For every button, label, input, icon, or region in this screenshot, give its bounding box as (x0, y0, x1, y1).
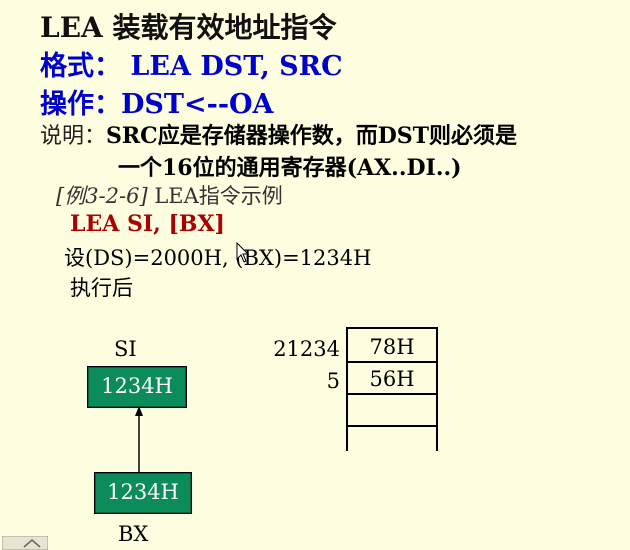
si-register-box: 1234H (87, 366, 187, 408)
bx-register-value: 1234H (107, 480, 179, 504)
setup-text: 设(DS)=2000H, (BX)=1234H (64, 246, 372, 270)
operation-value: DST<--OA (121, 89, 274, 120)
operation-label: 操作： (40, 89, 121, 120)
format-value: LEA DST, SRC (130, 51, 343, 82)
description-line-1: 说明：SRC应是存储器操作数，而DST则必须是 (40, 118, 517, 150)
navigation-icon[interactable] (2, 536, 48, 550)
description-label: 说明： (40, 124, 107, 149)
arrow-head (135, 406, 143, 416)
memory-right-border (436, 327, 438, 451)
memory-cell-1: 78H (369, 335, 415, 359)
si-register-value: 1234H (101, 374, 173, 398)
memory-divider (346, 393, 438, 395)
memory-block: 78H 56H (346, 327, 438, 451)
memory-divider (346, 327, 438, 329)
memory-cell-2: 56H (369, 367, 415, 391)
slide-title: LEA 装载有效地址指令 (40, 11, 337, 44)
memory-divider (346, 425, 438, 427)
operation-line: 操作：DST<--OA (40, 82, 274, 121)
memory-address-2: 5 (326, 369, 340, 393)
format-label: 格式： (40, 51, 121, 82)
example-tag: [例3-2-6] (56, 184, 148, 208)
instruction-text: LEA SI, [BX] (70, 211, 225, 237)
transfer-arrow (135, 406, 143, 474)
description-text-1: SRC应是存储器操作数，而DST则必须是 (106, 123, 518, 149)
example-title: LEA指令示例 (147, 184, 283, 208)
after-text: 执行后 (70, 276, 133, 300)
format-line: 格式： LEA DST, SRC (40, 44, 343, 83)
bx-label: BX (118, 522, 149, 546)
mouse-cursor-icon (236, 242, 250, 263)
memory-left-border (346, 327, 348, 451)
bx-register-box: 1234H (94, 472, 192, 514)
memory-address-1: 21234 (273, 337, 340, 361)
memory-divider (346, 361, 438, 363)
example-heading: [例3-2-6] LEA指令示例 (56, 180, 283, 210)
description-text-2: 一个16位的通用寄存器(AX..DI..) (118, 155, 462, 181)
si-label: SI (114, 337, 137, 361)
